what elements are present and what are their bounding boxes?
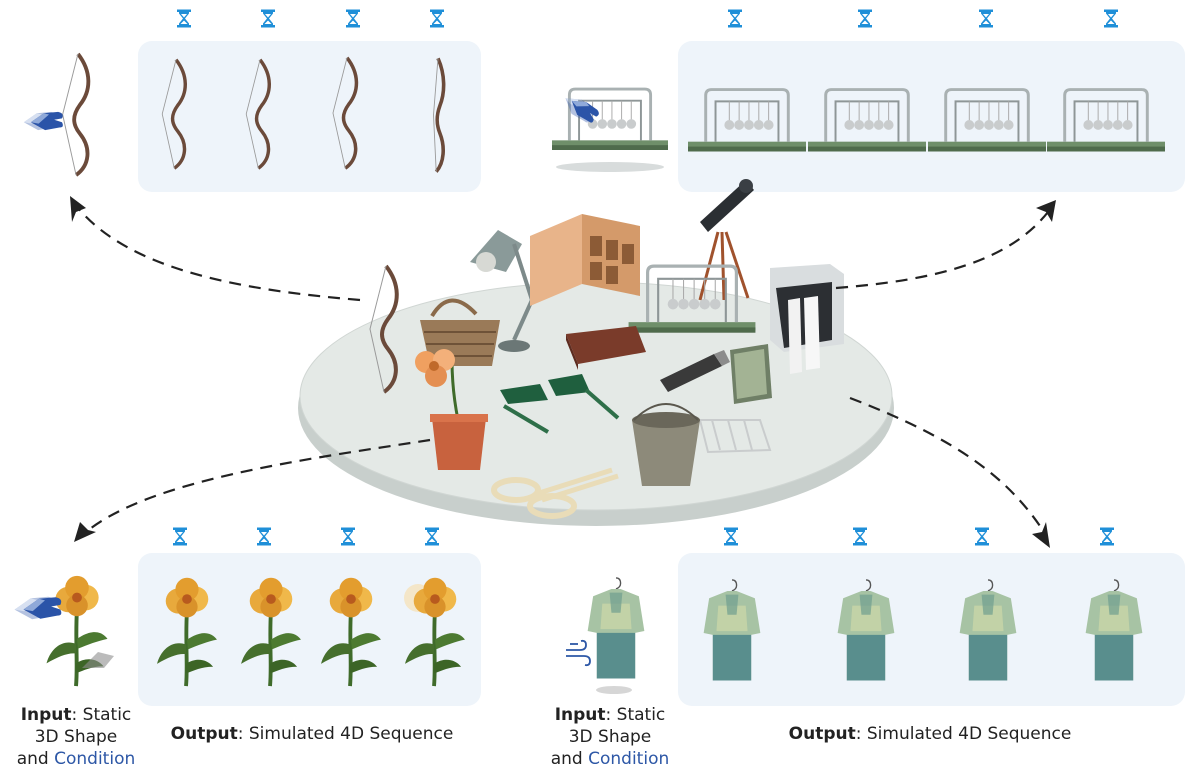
arrow-head-icon bbox=[70, 196, 86, 222]
sunglasses-object bbox=[500, 374, 620, 434]
fridge-object bbox=[770, 264, 844, 374]
hourglass-icon bbox=[858, 9, 872, 28]
output-label: Output bbox=[788, 724, 856, 744]
hourglass-icon bbox=[724, 527, 738, 546]
input-static-text: : Static bbox=[71, 705, 132, 725]
table-objects bbox=[370, 179, 844, 519]
input-and-text: and bbox=[16, 749, 55, 769]
input-bow-object bbox=[60, 52, 91, 177]
input-caption-left: Input: Static 3D Shape and Condition bbox=[6, 704, 146, 770]
scissors-object bbox=[491, 467, 619, 519]
output-caption-left: Output: Simulated 4D Sequence bbox=[142, 723, 482, 745]
cradle-object bbox=[628, 264, 756, 335]
input-static-text: : Static bbox=[605, 705, 666, 725]
hourglass-icon bbox=[261, 9, 275, 28]
hourglass-icon bbox=[728, 9, 742, 28]
hourglass-icon bbox=[177, 9, 191, 28]
condition-text: Condition bbox=[54, 749, 136, 769]
hourglass-icon bbox=[425, 527, 439, 546]
output-sequence-text: : Simulated 4D Sequence bbox=[855, 724, 1072, 744]
flower-frame bbox=[403, 575, 467, 688]
panel-cradle-sequence bbox=[678, 41, 1185, 192]
arrow-to-flower bbox=[85, 438, 431, 533]
dashed-arrows bbox=[77, 207, 1049, 533]
condition-text: Condition bbox=[588, 749, 670, 769]
input-caption-right: Input: Static 3D Shape and Condition bbox=[540, 704, 680, 770]
panel-flower-sequence bbox=[138, 553, 481, 706]
bucket-object bbox=[632, 403, 700, 486]
hand-push-icon bbox=[23, 111, 63, 131]
hourglass-icon bbox=[173, 527, 187, 546]
panel-bow-sequence bbox=[138, 41, 481, 192]
panel-shirt-sequence bbox=[678, 553, 1185, 706]
hourglass-icon bbox=[1104, 9, 1118, 28]
input-flower-object bbox=[44, 573, 114, 688]
input-cradle-object bbox=[552, 87, 668, 172]
output-sequence-text: : Simulated 4D Sequence bbox=[237, 724, 454, 744]
hourglass-icon bbox=[853, 527, 867, 546]
input-label: Input bbox=[554, 705, 606, 725]
hourglass-icon bbox=[346, 9, 360, 28]
arrow-head-icon bbox=[1032, 522, 1050, 548]
telescope-object bbox=[698, 179, 754, 301]
wind-icon bbox=[566, 639, 591, 667]
hourglass-icon bbox=[975, 527, 989, 546]
book-object bbox=[566, 326, 646, 370]
input-shape-text: 3D Shape bbox=[34, 727, 118, 747]
arrow-to-cradle bbox=[835, 211, 1049, 290]
lamp-object bbox=[470, 230, 534, 352]
hourglass-icon bbox=[341, 527, 355, 546]
bookshelf-object bbox=[530, 214, 640, 306]
hourglass-icon bbox=[257, 527, 271, 546]
picture-frame-object bbox=[730, 344, 772, 404]
usb-object bbox=[660, 350, 730, 392]
hourglass-icon bbox=[1100, 527, 1114, 546]
input-label: Input bbox=[20, 705, 72, 725]
input-and-text: and bbox=[550, 749, 589, 769]
hourglass-icon bbox=[430, 9, 444, 28]
hourglass-icon bbox=[979, 9, 993, 28]
input-shirt-object bbox=[586, 577, 646, 694]
arrow-head-icon bbox=[74, 522, 96, 542]
output-caption-right: Output: Simulated 4D Sequence bbox=[760, 723, 1100, 745]
rack-object bbox=[698, 419, 772, 454]
arrow-to-bow bbox=[77, 207, 361, 302]
hand-push-icon bbox=[14, 596, 62, 620]
potted-flower-object bbox=[415, 349, 488, 470]
output-label: Output bbox=[170, 724, 238, 744]
input-shape-text: 3D Shape bbox=[568, 727, 652, 747]
arrow-head-icon bbox=[1036, 200, 1056, 222]
arrow-to-shirt bbox=[849, 396, 1045, 533]
